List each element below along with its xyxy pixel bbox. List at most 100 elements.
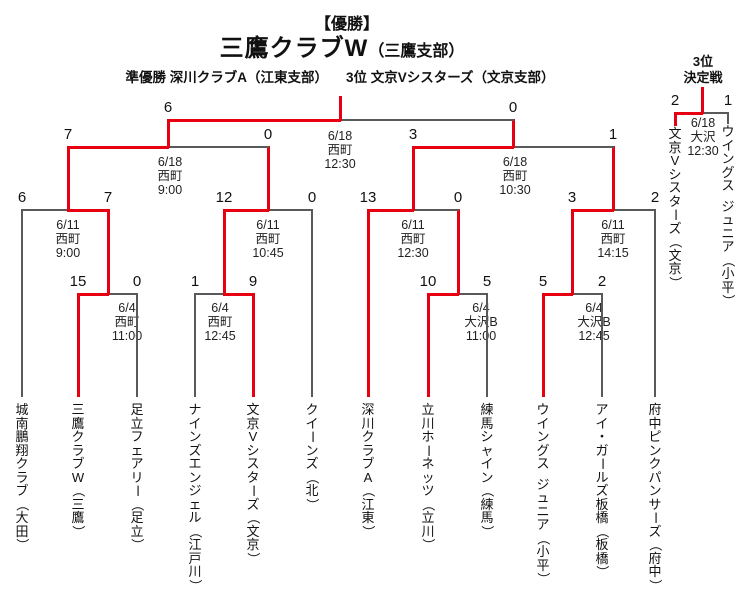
bracket-line [167,146,269,148]
bracket-line [194,293,225,295]
third-place-match-title: 3位 決定戦 [663,54,740,86]
bracket-line [427,293,459,296]
match-time: 11:00 [465,329,497,343]
bracket-line [252,293,255,397]
team-name-3: ナインズエンジェル（江戸川） [187,402,203,592]
bracket-line [542,293,573,296]
match-venue: 西町 [327,143,353,157]
bracket-line [612,146,615,211]
score: 0 [263,126,273,143]
match-time: 12:30 [324,157,356,171]
score: 0 [307,189,317,206]
match-date: 6/4 [585,301,603,315]
bracket-line [21,209,69,211]
team-name-9: ウイングスジュニア（小平） [535,402,551,586]
match-venue: 西町 [55,232,81,246]
match-date: 6/4 [211,301,229,315]
bracket-line [512,146,614,148]
match-time: 11:00 [111,329,143,343]
score: 1 [723,92,733,109]
bracket-line [412,146,415,211]
champion-label: 【優勝】 [314,16,379,33]
match-date: 6/4 [472,301,490,315]
team-name-10: アイ・ガールズ板橋（板橋） [594,402,610,579]
score: 0 [453,189,463,206]
bracket-line [367,209,370,397]
match-time: 10:30 [499,183,531,197]
match-venue: 大沢B [577,315,611,329]
match-date: 6/11 [401,218,425,232]
bracket-line [339,119,514,121]
score: 2 [670,92,680,109]
bracket-line [223,293,254,296]
bracket-line [67,146,169,149]
match-venue: 西町 [255,232,281,246]
match-venue: 西町 [114,315,140,329]
match-venue: 西町 [157,169,183,183]
score: 15 [69,273,87,290]
score: 10 [419,273,437,290]
score: 1 [190,273,200,290]
bracket-line [167,119,170,148]
bracket-line [367,209,414,212]
bracket-line [194,293,196,397]
match-date: 6/11 [56,218,80,232]
runner-up-text: 準優勝 深川クラブA（江東支部） [125,70,328,85]
third-place-title-line1: 3位 [692,54,714,69]
team-name-5: クイーンズ（北） [304,402,320,511]
match-time: 12:30 [687,144,719,158]
bracket-line [542,293,545,397]
score: 12 [215,189,233,206]
bracket-line [267,209,313,211]
match-venue: 西町 [600,232,626,246]
score: 3 [408,126,418,143]
match-venue: 西町 [502,169,528,183]
team-name-0: 城南鵬翔クラブ（大田） [14,402,30,552]
bracket-line [107,209,110,295]
result-subline: 準優勝 深川クラブA（江東支部） 3位 文京Vシスターズ（文京支部） [70,66,610,86]
bracket-line [311,209,313,397]
match-time: 14:15 [597,246,629,260]
bracket-line [701,112,729,114]
bracket-line [339,96,342,121]
bracket-line [223,209,226,295]
score: 0 [132,273,142,290]
bracket-line [601,293,603,397]
bracket-line [512,119,515,148]
match-date: 6/18 [327,129,353,143]
score: 7 [63,126,73,143]
team-name-8: 練馬シャイン（練馬） [479,402,495,538]
bracket-line [107,293,138,295]
bracket-line [654,209,656,397]
score: 9 [248,273,258,290]
score: 13 [359,189,377,206]
score: 5 [482,273,492,290]
score: 6 [17,189,27,206]
match-venue: 大沢 [690,130,716,144]
score: 6 [163,99,173,116]
third-place-team-right: ウイングスジュニア（小平） [720,124,736,308]
bracket-line [674,112,703,115]
bracket-line [457,209,460,295]
bracket-line [67,146,70,211]
bracket-line [67,209,109,212]
bracket-line [457,293,488,295]
bracket-line [727,112,729,124]
team-name-2: 足立フェアリー（足立） [129,402,145,552]
match-venue: 大沢B [464,315,498,329]
team-name-7: 立川ホーネッツ（立川） [420,402,436,552]
bracket-line [612,209,656,211]
champion-name: 三鷹クラブW [219,35,369,62]
